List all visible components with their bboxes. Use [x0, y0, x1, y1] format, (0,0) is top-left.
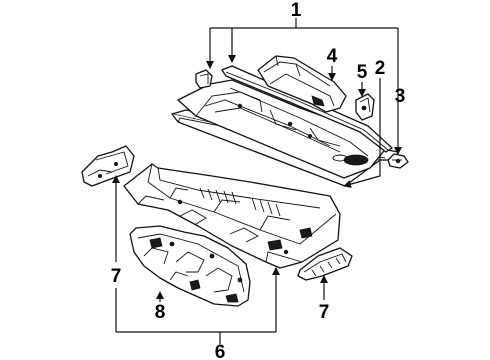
- leader-lines: [112, 18, 402, 344]
- fastener-clip: [387, 153, 409, 169]
- callout-8: 8: [155, 302, 166, 323]
- right-dash-bracket: [297, 247, 353, 281]
- callout-7-left: 7: [111, 266, 122, 287]
- callout-5: 5: [357, 62, 368, 83]
- callout-3: 3: [395, 86, 406, 107]
- cowl-vent-bracket: [257, 55, 347, 113]
- left-dash-bracket: [81, 145, 135, 187]
- callout-7-right: 7: [319, 302, 330, 323]
- cowl-side-bracket: [355, 93, 375, 121]
- left-retainer-clip: [195, 69, 213, 89]
- callout-1: 1: [291, 0, 302, 21]
- callout-2: 2: [375, 58, 386, 79]
- dash-panel: [123, 163, 341, 269]
- cowl-top-panel: [171, 65, 399, 187]
- dash-insulator: [129, 225, 251, 307]
- callout-6: 6: [215, 342, 226, 360]
- callout-4: 4: [327, 46, 338, 67]
